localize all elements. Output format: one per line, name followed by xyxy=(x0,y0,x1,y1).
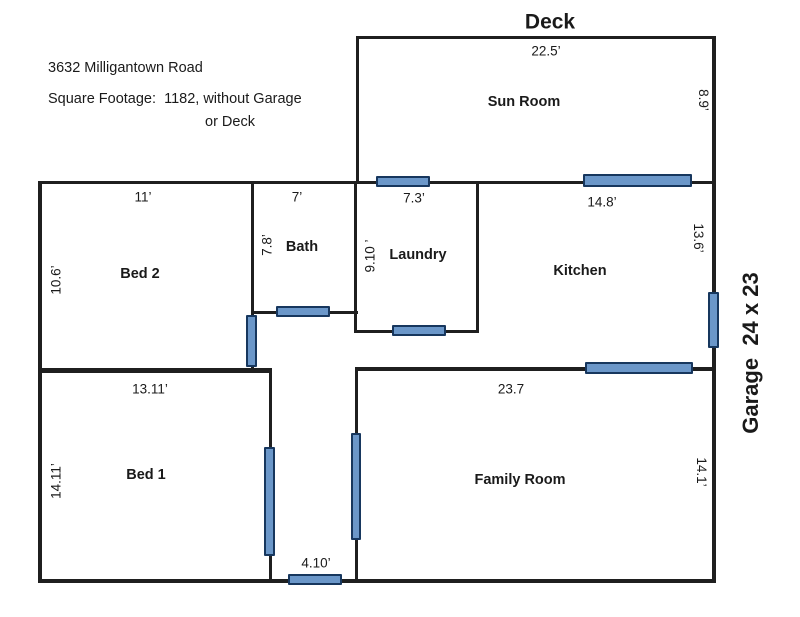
window-bed1-right xyxy=(264,447,275,556)
bed1-depth-label: 14.11’ xyxy=(48,463,64,499)
sunroom-depth-label: 8.9’ xyxy=(695,89,711,111)
sunroom-width-label: 22.5’ xyxy=(531,43,561,59)
wall-sunroom-left xyxy=(356,36,359,183)
hallway-width-label: 4.10’ xyxy=(301,555,331,571)
square-footage-text: Square Footage: 1182, without Garage xyxy=(48,91,302,107)
family-room-depth-label: 14.1’ xyxy=(693,457,709,487)
wall-kitchen-bottom xyxy=(355,367,716,371)
window-kitchen-top xyxy=(583,174,692,187)
bed2-width-label: 11’ xyxy=(134,189,152,205)
window-laundry-top xyxy=(376,176,430,187)
window-laundry-bottom xyxy=(392,325,446,336)
wall-laundry-kitchen xyxy=(476,181,479,333)
kitchen-width-label: 14.8’ xyxy=(587,194,617,210)
wall-house-bottom xyxy=(38,579,716,583)
bath-name-label: Bath xyxy=(285,238,319,255)
wall-sunroom-top xyxy=(356,36,716,39)
bath-width-label: 7’ xyxy=(291,189,303,205)
garage-label: Garage 24 x 23 xyxy=(738,272,763,434)
kitchen-depth-label: 13.6’ xyxy=(690,223,706,253)
laundry-width-label: 7.3’ xyxy=(403,190,425,206)
wall-bed2-bed1-divider xyxy=(38,368,272,373)
window-bath-bottom xyxy=(276,306,330,317)
bed2-name-label: Bed 2 xyxy=(120,265,160,282)
bath-depth-label: 7.8’ xyxy=(259,234,275,256)
window-kitchen-right xyxy=(708,292,719,348)
family-room-width-label: 23.7 xyxy=(497,381,525,397)
family-room-name-label: Family Room xyxy=(474,471,566,488)
window-hall-bottom xyxy=(288,574,342,585)
bed1-width-label: 13.11’ xyxy=(132,381,168,397)
wall-bed2-bath xyxy=(251,181,254,314)
laundry-depth-label: 9.10 ’ xyxy=(362,239,378,273)
square-footage-cont-text: or Deck xyxy=(205,114,255,130)
window-kitchen-bottom xyxy=(585,362,693,374)
wall-bath-laundry xyxy=(354,181,357,333)
deck-label: Deck xyxy=(524,10,576,34)
wall-house-left xyxy=(38,181,42,583)
sunroom-name-label: Sun Room xyxy=(487,93,561,110)
window-hall-upper xyxy=(246,315,257,367)
laundry-name-label: Laundry xyxy=(389,246,447,263)
bed2-depth-label: 10.6’ xyxy=(48,265,64,295)
kitchen-name-label: Kitchen xyxy=(553,262,607,279)
window-family-left xyxy=(351,433,361,540)
address-text: 3632 Milligantown Road xyxy=(48,60,203,76)
bed1-name-label: Bed 1 xyxy=(126,466,166,483)
